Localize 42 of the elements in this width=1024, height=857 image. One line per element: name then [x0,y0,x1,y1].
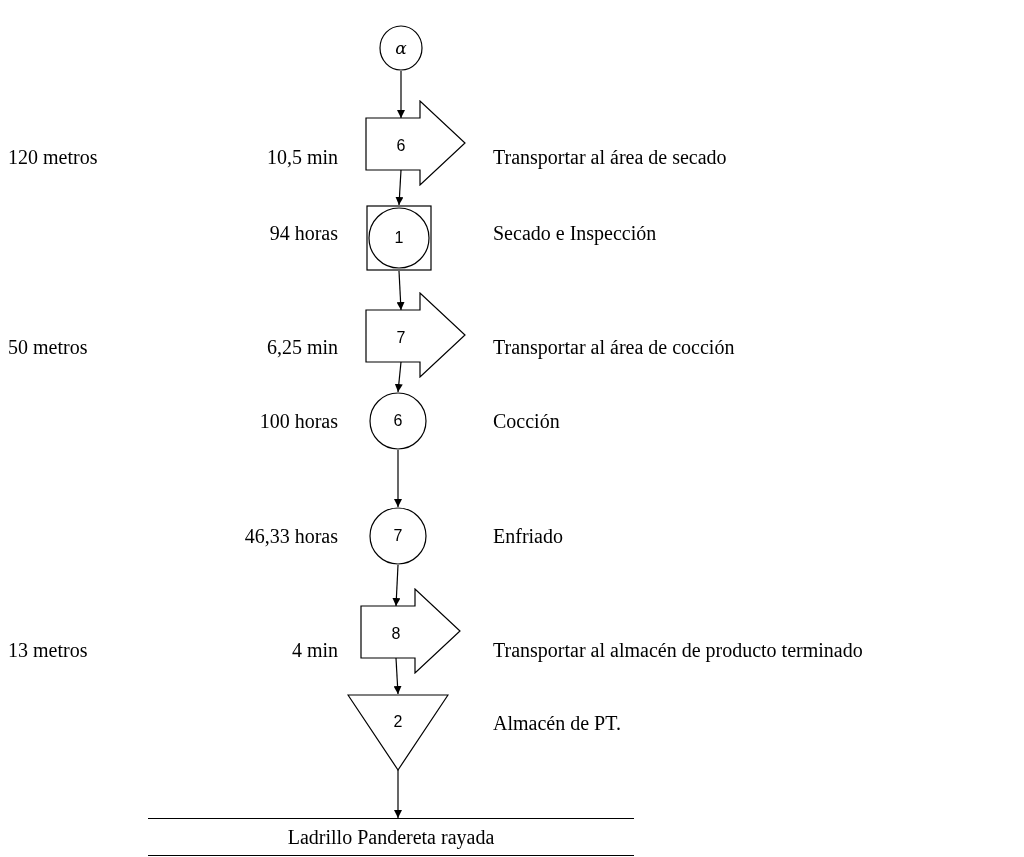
product-name: Ladrillo Pandereta rayada [287,825,495,849]
arrow [397,70,405,119]
step-number: α [395,38,407,58]
step-duration: 94 horas [269,221,338,245]
arrow [395,169,404,206]
arrow [394,361,403,393]
distance-label: 120 metros [8,145,98,169]
transport-symbol [365,292,466,378]
step-duration: 6,25 min [266,335,338,359]
arrow [394,769,402,819]
step-duration: 46,33 horas [244,524,338,548]
step-number: 6 [393,411,403,431]
connector-circle [379,25,423,71]
product-bar [148,818,634,856]
step-description: Enfriado [493,524,563,548]
distance-label: 13 metros [8,638,88,662]
operation-circle [369,507,427,565]
transport-symbol [360,588,461,674]
step-description: Cocción [493,409,560,433]
step-duration: 100 horas [259,409,338,433]
step-description: Almacén de PT. [493,711,621,735]
arrow [396,270,405,311]
step-description: Transportar al área de secado [493,145,727,169]
step-description: Secado e Inspección [493,221,657,245]
distance-label: 50 metros [8,335,88,359]
step-duration: 4 min [291,638,338,662]
step-number: 6 [396,136,406,156]
operation-circle [369,392,427,450]
arrow [394,449,402,508]
combined-operation-symbol [366,205,432,271]
step-number: 7 [396,328,406,348]
step-number: 2 [393,712,403,732]
step-number: 8 [391,624,401,644]
transport-symbol [365,100,466,186]
step-description: Transportar al almacén de producto terminado [493,638,863,662]
step-number: 1 [394,228,404,248]
step-description: Transportar al área de cocción [493,335,735,359]
arrow [392,564,401,607]
storage-triangle [347,694,449,771]
step-duration: 10,5 min [266,145,338,169]
step-number: 7 [393,526,403,546]
arrow [393,657,402,695]
